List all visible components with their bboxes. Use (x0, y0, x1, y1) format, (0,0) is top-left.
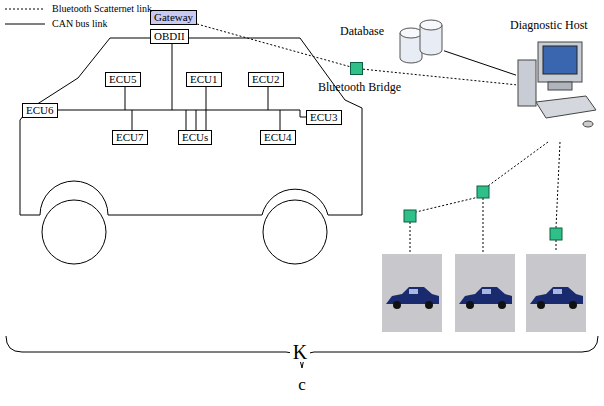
device-node: Diagnostic Host (516, 40, 598, 138)
legend-sample (5, 24, 45, 25)
box-label: ECU5 (109, 73, 137, 85)
data-link (444, 51, 516, 75)
device-label: Bluetooth Bridge (318, 80, 401, 94)
ecu-box: Gateway (150, 10, 197, 25)
box-label: ECU1 (190, 73, 218, 85)
car-outline (20, 38, 362, 215)
ecu-box: ECU2 (248, 72, 284, 87)
box-label: ECU7 (116, 131, 144, 143)
bracket-label: K (290, 342, 310, 362)
scatternet-link (410, 142, 560, 252)
can-bus (58, 44, 306, 130)
ecu-box: ECU6 (22, 103, 58, 118)
box-label: ECUs (182, 131, 208, 143)
legend-sample (5, 9, 45, 10)
legend-text: CAN bus link (52, 18, 108, 30)
legend-text: Bluetooth Scatternet link (52, 3, 152, 15)
ecu-box: OBDII (150, 29, 189, 44)
bracket-label: c (295, 376, 309, 393)
device-node: Bluetooth Bridge (350, 62, 363, 75)
ecu-box: ECU1 (186, 72, 222, 87)
device-label: Database (340, 24, 384, 38)
bluetooth-node (404, 186, 562, 240)
brace (6, 336, 598, 368)
device-node: Database (398, 18, 444, 68)
ecu-box: ECU3 (306, 110, 342, 125)
bluetooth-link (197, 24, 350, 67)
box-label: Gateway (154, 11, 193, 23)
database-icon (398, 18, 444, 68)
box-label: ECU3 (310, 111, 338, 123)
ecu-box: ECU4 (260, 130, 296, 145)
box-label: ECU6 (26, 104, 54, 116)
wheel (263, 200, 327, 264)
computer-icon (516, 40, 598, 138)
bluetooth-bridge-icon (350, 62, 363, 75)
ecu-box: ECU5 (105, 72, 141, 87)
box-label: OBDII (154, 30, 185, 42)
ecu-box: ECU7 (112, 130, 148, 145)
box-label: ECU4 (264, 131, 292, 143)
ecu-box: ECUs (178, 130, 212, 145)
box-label: ECU2 (252, 73, 280, 85)
car-picture (382, 254, 586, 332)
device-label: Diagnostic Host (510, 18, 588, 32)
wheel (42, 200, 106, 264)
